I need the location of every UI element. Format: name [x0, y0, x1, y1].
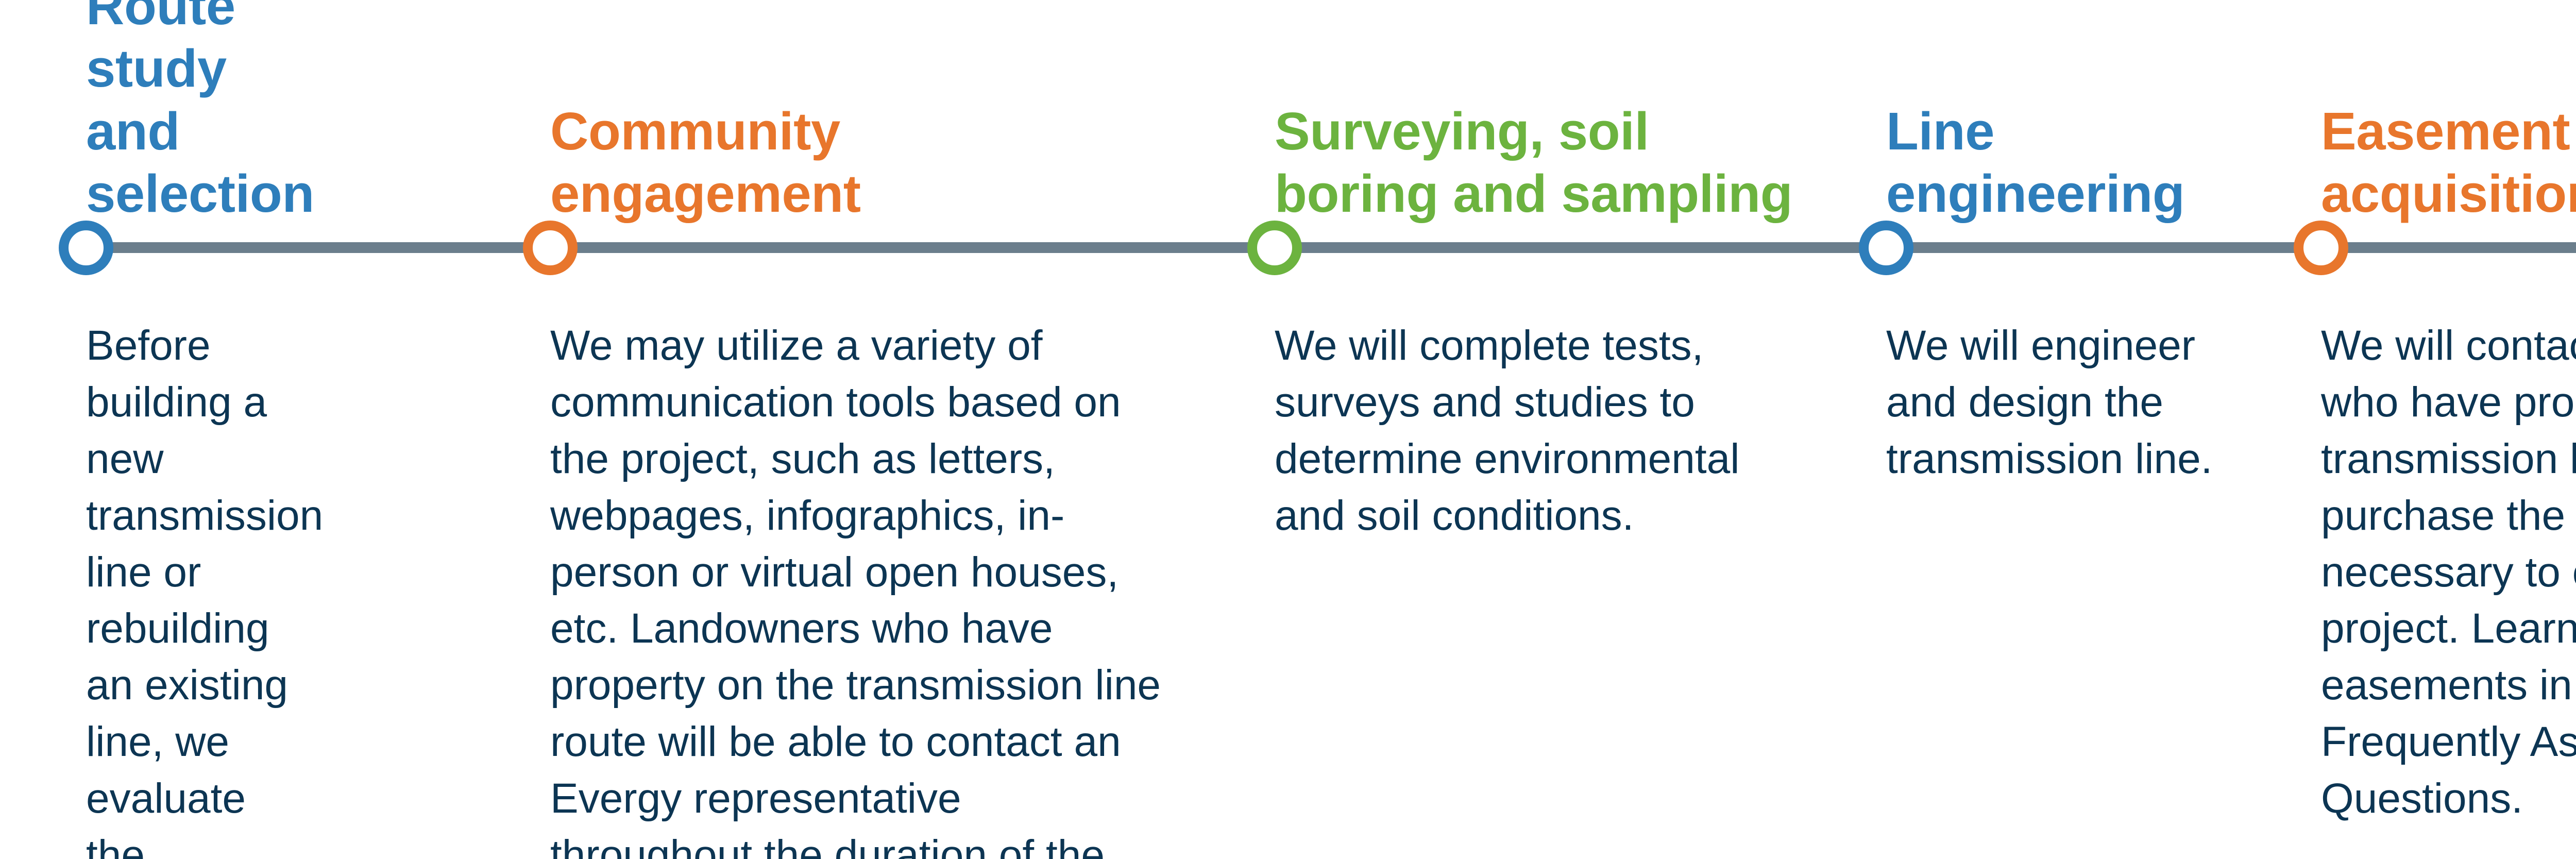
timeline-marker-circle-icon[interactable] — [1247, 221, 1302, 275]
step-description: Before building a new transmission line … — [86, 322, 324, 859]
timeline-marker-circle-icon[interactable] — [59, 221, 113, 275]
timeline-marker-circle-icon[interactable] — [2294, 221, 2348, 275]
step-heading: Route study and selection — [86, 0, 333, 225]
timeline-marker-circle-icon[interactable] — [523, 221, 578, 275]
step-heading: Easement acquisition — [2321, 0, 2576, 225]
timeline-step: Surveying, soil boring and sampling We wi… — [1247, 0, 1857, 859]
step-heading-label: Line engineering — [1886, 101, 2185, 224]
timeline-step: Community engagement We may utilize a var… — [523, 0, 1215, 859]
timeline-marker-circle-icon[interactable] — [1859, 221, 1913, 275]
step-description: We will engineer and design the transmis… — [1886, 322, 2213, 482]
step-heading: Surveying, soil boring and sampling — [1275, 0, 1857, 225]
step-description: We will complete tests, surveys and stud… — [1275, 322, 1740, 539]
timeline-rail — [86, 242, 2576, 253]
step-heading: Community engagement — [550, 0, 1215, 225]
timeline-step: Easement acquisition We will contact land… — [2294, 0, 2576, 859]
step-heading: Line engineering — [1886, 0, 2293, 225]
step-heading-label: Surveying, soil boring and sampling — [1275, 101, 1793, 224]
step-description: We may utilize a variety of communicatio… — [550, 322, 1161, 859]
step-heading-label: Route study and selection — [86, 0, 314, 224]
step-heading-label: Easement acquisition — [2321, 101, 2576, 224]
timeline-step: Line engineering We will engineer and des… — [1859, 0, 2293, 859]
step-heading-label: Community engagement — [550, 101, 861, 224]
step-description: We will contact landowners who have prop… — [2321, 322, 2576, 822]
